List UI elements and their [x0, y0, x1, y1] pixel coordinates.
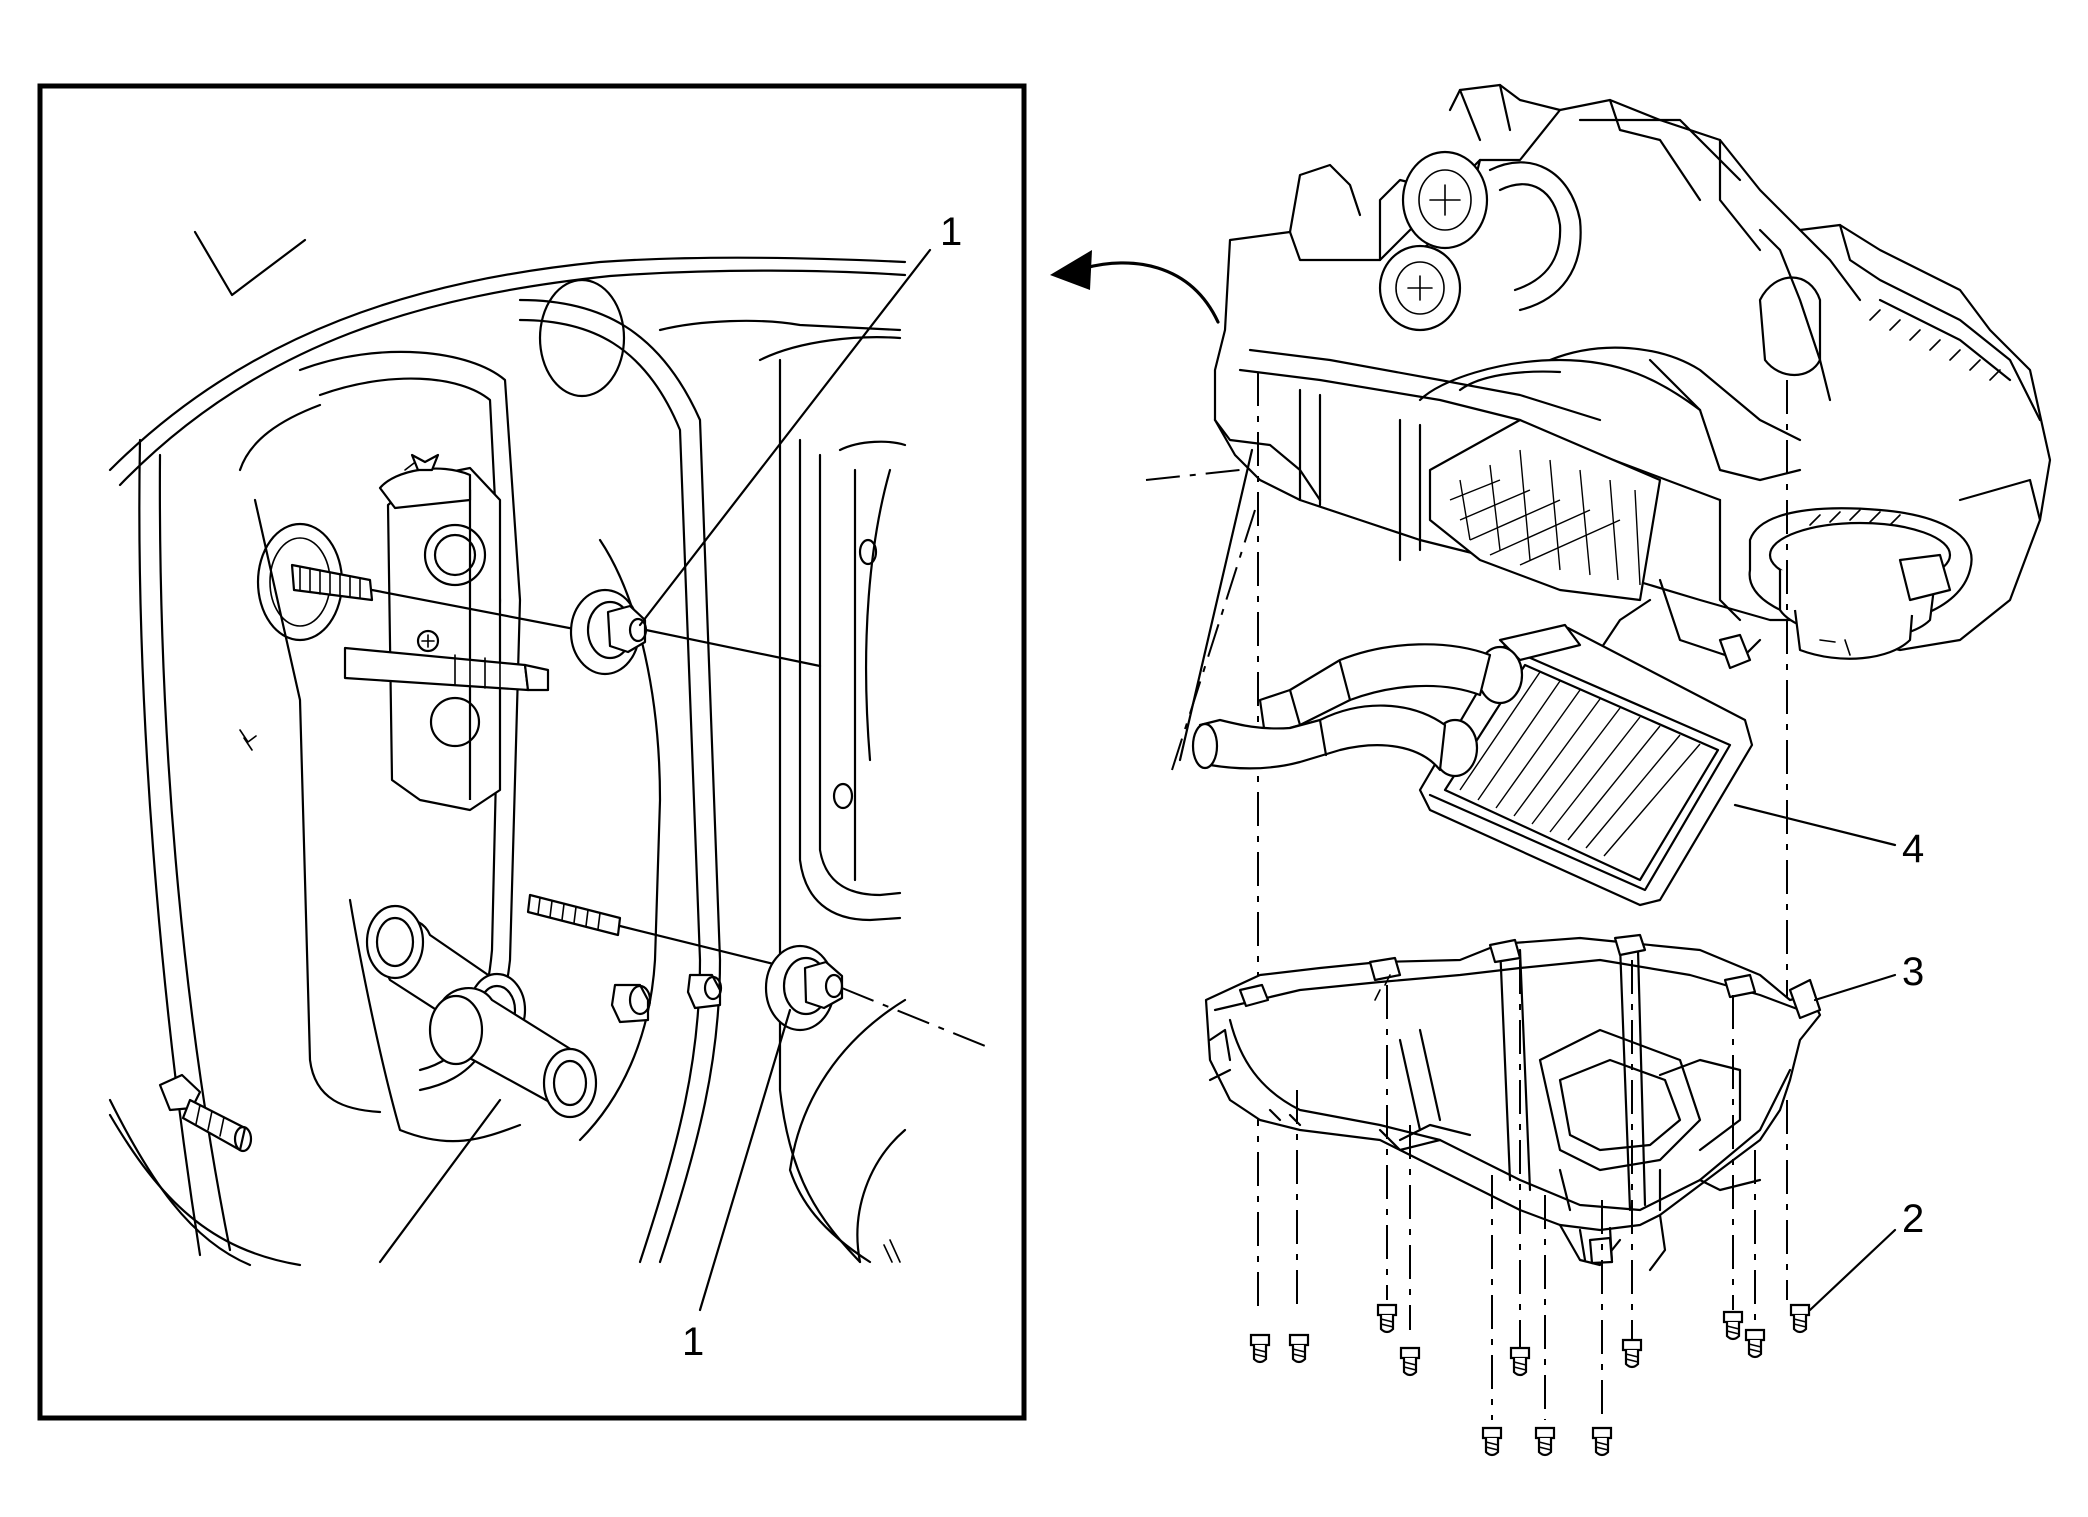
- bolt-icon: [1249, 1333, 1271, 1364]
- callout-1-bottom: 1: [682, 1320, 704, 1364]
- bolt-icon: [1288, 1333, 1310, 1364]
- callout-2: 2: [1902, 1197, 1924, 1241]
- curved-arrow-icon: [1050, 250, 1220, 324]
- bolt-icon: [1722, 1310, 1744, 1341]
- callout-4: 4: [1902, 827, 1924, 871]
- panel-mark: [239, 729, 257, 751]
- valve-stem: [343, 646, 550, 692]
- access-hole: [538, 278, 626, 398]
- callout-1-top: 1: [940, 210, 962, 254]
- bolt-icon: [1591, 1426, 1613, 1457]
- leader-line-4: [1733, 803, 1897, 847]
- projection-line: [1171, 509, 1256, 771]
- mounting-hole: [858, 538, 878, 566]
- callout-3: 3: [1902, 950, 1924, 994]
- mounting-hole: [832, 782, 854, 810]
- heater-core: [1191, 623, 1754, 907]
- blower-motor: [1748, 507, 1973, 660]
- bolt-icon: [1534, 1426, 1556, 1457]
- inset-frame: [37, 83, 1027, 1421]
- loose-bolt: [158, 1073, 253, 1153]
- screw-projection-lines: [1296, 960, 1756, 1420]
- screw-set: [1249, 1303, 1811, 1457]
- leader-line-3: [1813, 973, 1897, 1002]
- heater-pipe-stubs: [365, 904, 723, 1119]
- bolt-icon: [1481, 1426, 1503, 1457]
- expansion-valve-block: [378, 453, 502, 812]
- bolt-icon: [1789, 1303, 1811, 1334]
- bolt-icon: [1376, 1303, 1398, 1334]
- inset-detail-view: 1 1: [37, 83, 1027, 1421]
- hvac-module: [1213, 83, 2052, 672]
- leader-line-top: [638, 248, 932, 627]
- leader-line-bottom: [698, 1008, 792, 1312]
- projection-line: [1145, 469, 1241, 481]
- bolt-icon: [1509, 1346, 1531, 1377]
- bolt-icon: [1744, 1328, 1766, 1359]
- upper-stud-assembly: [256, 522, 592, 642]
- projection-line: [1178, 448, 1254, 762]
- leader-line-2: [1808, 1228, 1897, 1312]
- upper-nut: [569, 588, 822, 676]
- bolt-icon: [1621, 1338, 1643, 1369]
- lower-stud-assembly: [526, 893, 991, 1049]
- bolt-icon: [1399, 1346, 1421, 1377]
- lower-case: [1204, 933, 1822, 1272]
